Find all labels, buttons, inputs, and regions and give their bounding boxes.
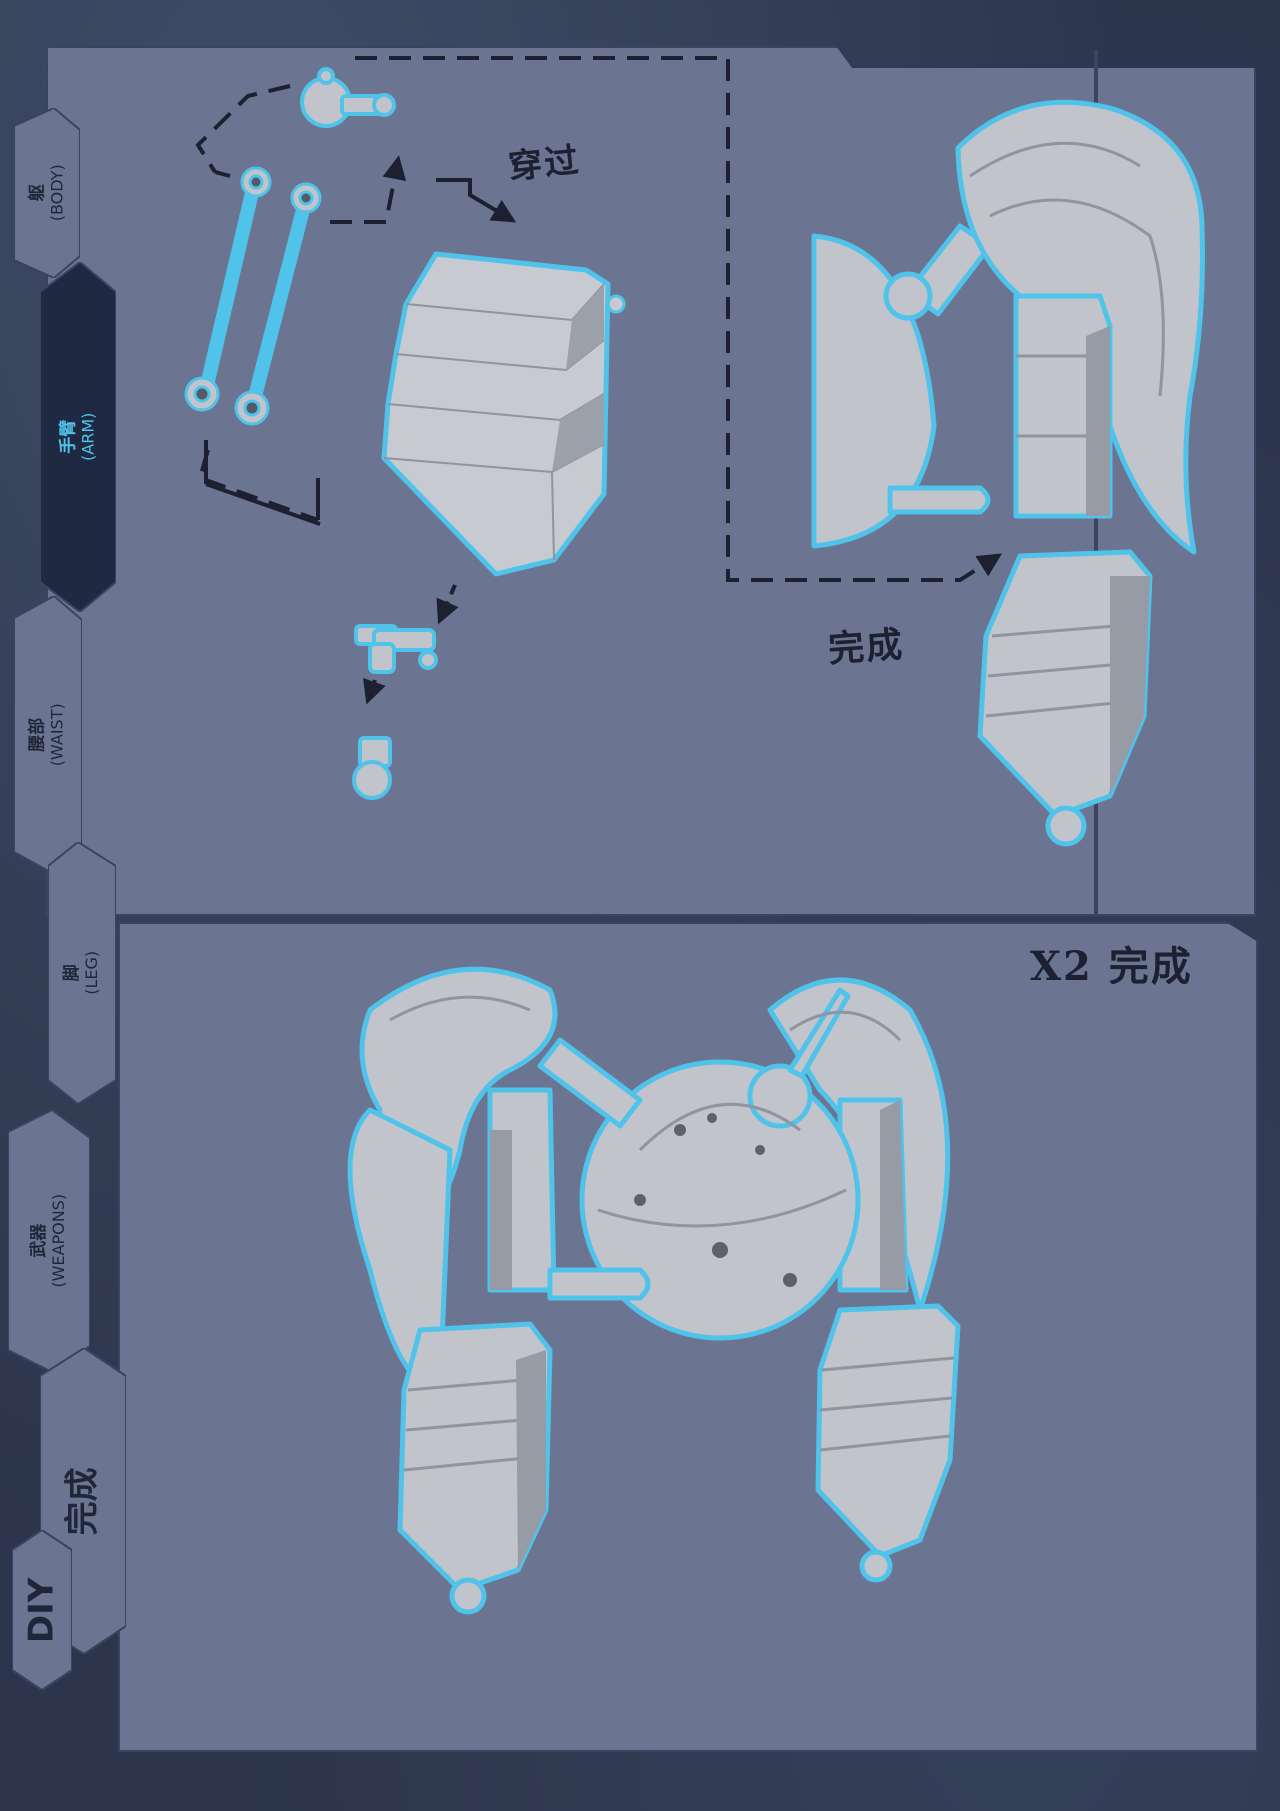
linkage-rods <box>184 166 322 426</box>
tab-weapons[interactable]: 武器 (WEAPONS) <box>8 1110 90 1372</box>
assembled-arm-preview <box>811 99 1205 847</box>
small-joint-parts <box>352 624 438 800</box>
tab-diy[interactable]: DIY <box>12 1530 72 1690</box>
tab-arm-shape <box>40 262 116 612</box>
armor-segment-part <box>381 251 626 577</box>
joint-part-top <box>300 67 396 128</box>
tab-leg[interactable]: 脚 (LEG) <box>48 842 116 1104</box>
tab-leg-shape <box>48 842 116 1104</box>
tab-body-shape <box>14 108 80 278</box>
note-complete: 完成 <box>826 623 906 671</box>
note-pass-through: 穿过 <box>506 140 583 188</box>
note-x2-complete: X2 完成 <box>1030 943 1193 990</box>
final-result-panel <box>118 922 1258 1752</box>
tab-diy-shape <box>12 1530 72 1690</box>
tab-weapons-shape <box>8 1110 90 1372</box>
tab-waist[interactable]: 腰部 (WAIST) <box>14 596 82 874</box>
tab-arm[interactable]: 手臂 (ARM) <box>40 262 116 612</box>
final-assembly-model <box>347 966 961 1615</box>
section-tabs: 躯 (BODY) 手臂 (ARM) 腰部 (WAIST) 脚 (LEG) <box>0 0 130 1811</box>
tab-body[interactable]: 躯 (BODY) <box>14 108 80 278</box>
tab-waist-shape <box>14 596 82 874</box>
